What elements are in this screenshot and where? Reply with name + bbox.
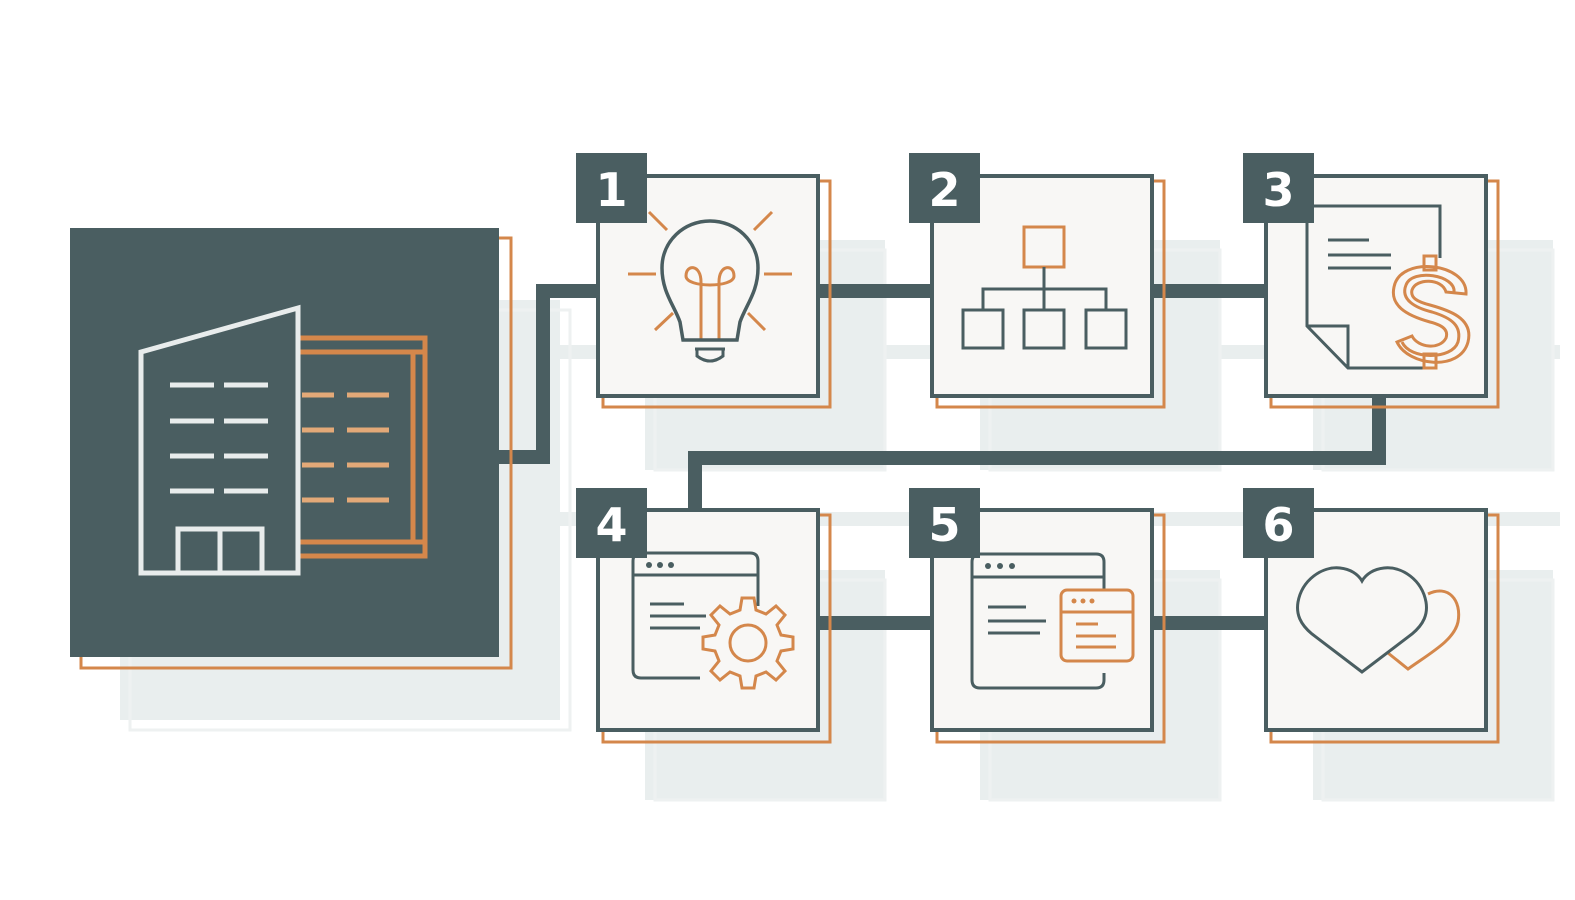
lightbulb-idea-icon	[628, 210, 792, 363]
step-2-number: 2	[928, 163, 960, 217]
hub-building-card	[70, 228, 513, 670]
step-3-badge: 3	[1243, 153, 1314, 223]
step-6-card: 6	[1243, 488, 1500, 744]
office-building-icon	[138, 304, 428, 576]
org-chart-icon	[961, 225, 1128, 350]
step-2-card: 2	[909, 153, 1166, 409]
browser-windows-icon	[970, 552, 1135, 690]
step-4-card: 4	[576, 488, 832, 744]
step-4-badge: 4	[576, 488, 647, 558]
hearts-icon	[1296, 566, 1461, 674]
step-3-card: 3	[1243, 153, 1500, 409]
step-1-badge: 1	[576, 153, 647, 223]
step-3-number: 3	[1262, 163, 1294, 217]
connector-hub-to-step-1	[499, 284, 598, 464]
step-5-badge: 5	[909, 488, 980, 558]
step-5-card: 5	[909, 488, 1166, 744]
connector-step-3-to-step-4	[688, 396, 1386, 510]
step-5-number: 5	[928, 498, 960, 552]
step-1-number: 1	[595, 163, 627, 217]
invoice-dollar-icon	[1305, 204, 1471, 370]
step-2-badge: 2	[909, 153, 980, 223]
connector-lines	[499, 284, 1386, 630]
step-6-number: 6	[1262, 498, 1294, 552]
step-4-number: 4	[595, 498, 627, 552]
step-1-card: 1	[576, 153, 832, 409]
step-6-badge: 6	[1243, 488, 1314, 558]
